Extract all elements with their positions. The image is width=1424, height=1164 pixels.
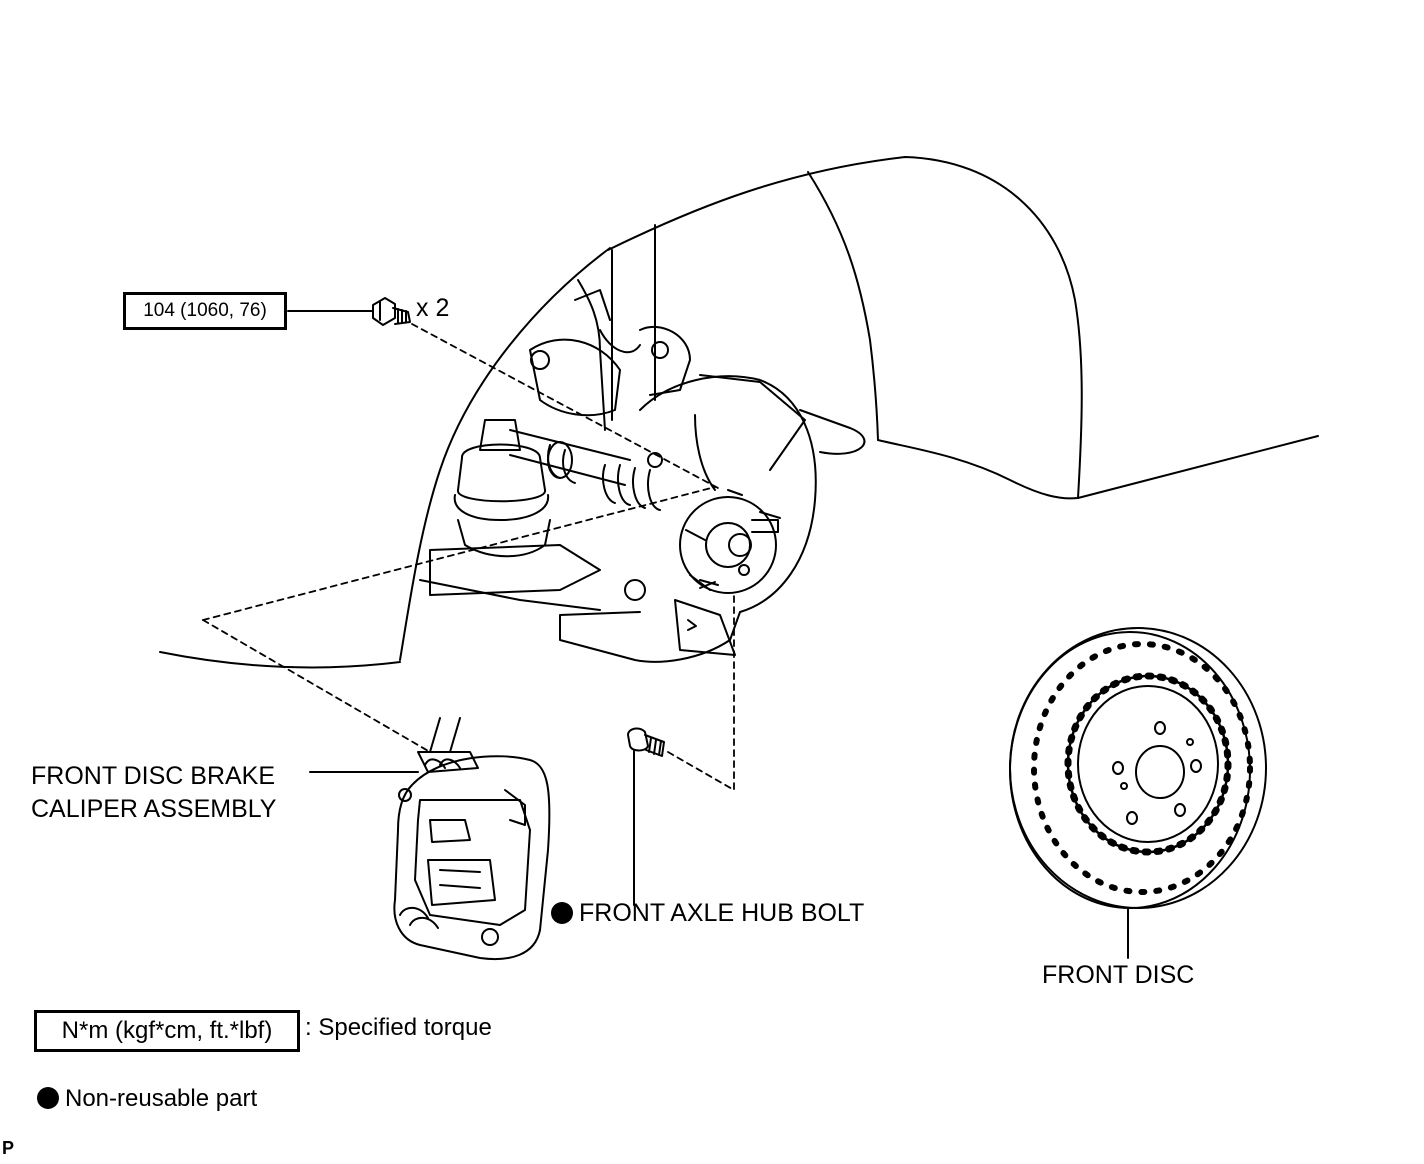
drive-shaft bbox=[509, 429, 661, 511]
steering-knuckle bbox=[559, 374, 817, 663]
hub-bolt-label: FRONT AXLE HUB BOLT bbox=[551, 897, 864, 929]
front-axle-hub-bolt bbox=[627, 727, 665, 757]
corner-mark: P bbox=[2, 1138, 15, 1158]
legend-torque-units: N*m (kgf*cm, ft.*lbf) bbox=[61, 1017, 273, 1044]
bolt-quantity-label: x 2 bbox=[416, 294, 450, 322]
legend-nonreusable: Non-reusable part bbox=[37, 1083, 257, 1115]
assembly-dashed-lines bbox=[202, 323, 735, 791]
front-disc-rotor bbox=[1009, 627, 1267, 909]
caliper-label-line2: CALIPER ASSEMBLY bbox=[31, 795, 277, 823]
hub-bolt-label-text: FRONT AXLE HUB BOLT bbox=[579, 899, 865, 927]
torque-spec-value: 104 (1060, 76) bbox=[143, 300, 267, 321]
legend-dot-icon bbox=[37, 1087, 59, 1109]
legend-torque-desc: : Specified torque bbox=[305, 1014, 492, 1041]
non-reusable-dot-icon bbox=[551, 902, 573, 924]
lower-ball-joint bbox=[419, 419, 601, 611]
caliper-label-line1: FRONT DISC BRAKE bbox=[31, 762, 276, 790]
legend-nonreusable-text: Non-reusable part bbox=[65, 1085, 258, 1112]
brake-caliper-assembly bbox=[393, 717, 551, 961]
fender-panel bbox=[159, 156, 1319, 669]
torque-spec-box: 104 (1060, 76) bbox=[123, 292, 287, 330]
strut-assembly bbox=[529, 224, 691, 431]
leader-lines bbox=[287, 310, 1129, 959]
caliper-mounting-bolt bbox=[372, 297, 411, 326]
legend-torque-box: N*m (kgf*cm, ft.*lbf) bbox=[34, 1010, 300, 1052]
front-disc-label: FRONT DISC bbox=[1042, 961, 1195, 989]
